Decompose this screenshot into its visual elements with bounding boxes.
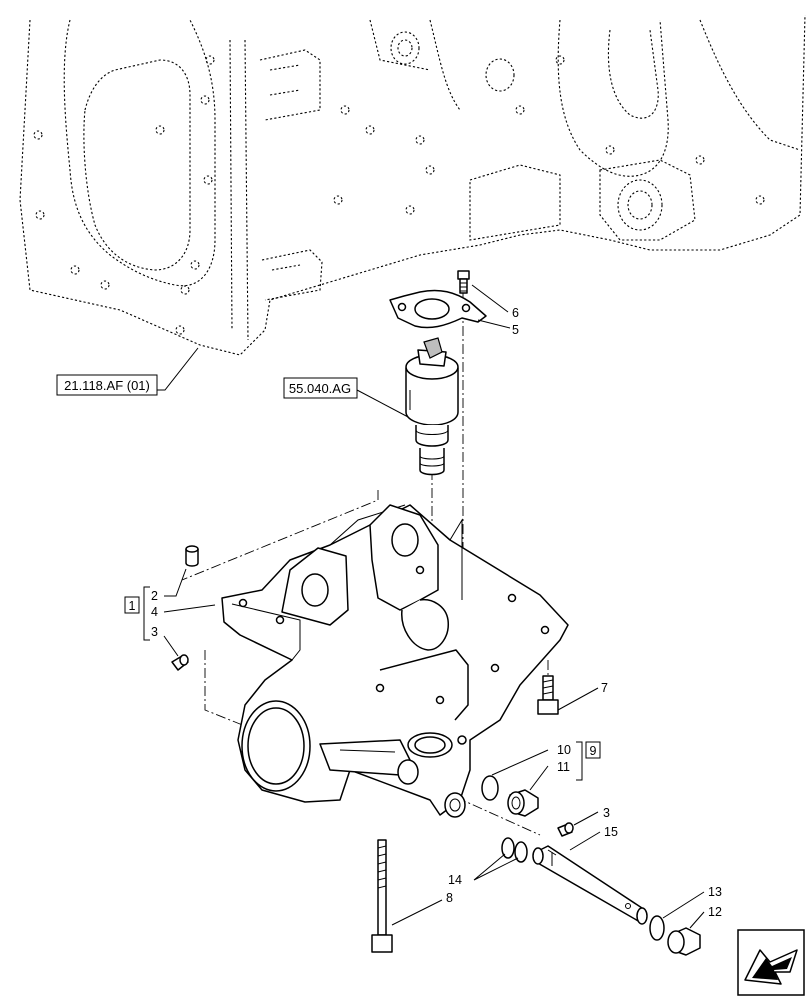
o-rings-part-14[interactable] — [501, 837, 528, 863]
reference-label-top-text: 21.118.AF (01) — [64, 378, 150, 393]
callout-8: 8 — [446, 891, 453, 905]
kit-label-1: 1 — [129, 599, 136, 613]
screw-part-6[interactable] — [457, 270, 470, 294]
reference-label-mid[interactable]: 55.040.AG — [283, 377, 411, 419]
valve-body-housing[interactable] — [221, 504, 569, 818]
pin-part-3-right[interactable] — [557, 822, 574, 837]
callout-3-left: 3 — [151, 625, 158, 639]
next-page-arrow-icon[interactable] — [737, 929, 805, 996]
callouts: 6 5 7 2 4 3 10 11 3 15 14 8 13 12 — [151, 306, 722, 919]
o-ring-part-13[interactable] — [649, 915, 665, 941]
callout-6: 6 — [512, 306, 519, 320]
callout-3-right: 3 — [603, 806, 610, 820]
kit-bracket-1[interactable]: 1 — [124, 586, 150, 641]
callout-5: 5 — [512, 323, 519, 337]
kit-label-9: 9 — [590, 744, 597, 758]
leader-lines — [163, 284, 705, 929]
callout-7: 7 — [601, 681, 608, 695]
callout-15: 15 — [604, 825, 618, 839]
callout-11: 11 — [557, 760, 570, 774]
solenoid-valve[interactable] — [405, 337, 459, 476]
bolt-part-7[interactable] — [537, 675, 559, 715]
callout-13: 13 — [708, 885, 722, 899]
o-ring-part-10[interactable] — [481, 775, 499, 801]
callout-2: 2 — [151, 589, 158, 603]
plug-part-12[interactable] — [667, 927, 701, 956]
pin-part-3-left[interactable] — [171, 654, 189, 671]
phantom-transmission-housing — [19, 14, 806, 356]
reference-label-top[interactable]: 21.118.AF (01) — [56, 347, 199, 396]
dowel-pin-part-2[interactable] — [185, 545, 199, 567]
callout-4: 4 — [151, 605, 158, 619]
kit-bracket-9[interactable]: 9 — [576, 741, 601, 781]
callout-12: 12 — [708, 905, 722, 919]
callout-10: 10 — [557, 743, 571, 757]
plug-part-11[interactable] — [507, 789, 539, 817]
reference-label-mid-text: 55.040.AG — [289, 381, 351, 396]
callout-14: 14 — [448, 873, 462, 887]
bolt-part-8[interactable] — [371, 839, 393, 953]
axis-line-box — [181, 490, 379, 581]
shaft-part-15[interactable] — [532, 845, 648, 925]
gasket-part-5[interactable] — [389, 289, 487, 329]
